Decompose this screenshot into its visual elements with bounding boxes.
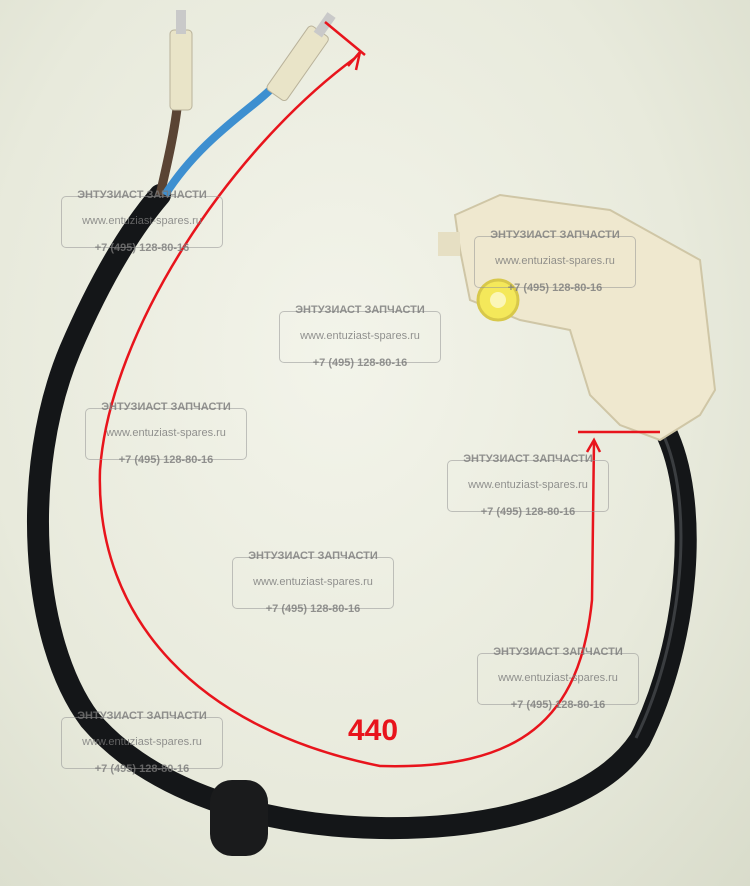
watermark-url: www.entuziast-spares.ru: [300, 330, 420, 342]
watermark-url: www.entuziast-spares.ru: [253, 576, 373, 588]
watermark: ЭНТУЗИАСТ ЗАПЧАСТИ www.entuziast-spares.r…: [61, 189, 223, 254]
watermark: ЭНТУЗИАСТ ЗАПЧАСТИ www.entuziast-spares.r…: [474, 229, 636, 294]
watermark: ЭНТУЗИАСТ ЗАПЧАСТИ www.entuziast-spares.r…: [279, 304, 441, 369]
watermark-title: ЭНТУЗИАСТ ЗАПЧАСТИ: [77, 189, 207, 201]
watermark-phone: +7 (495) 128-80-16: [510, 699, 606, 711]
watermark-url: www.entuziast-spares.ru: [82, 215, 202, 227]
watermark-phone: +7 (495) 128-80-16: [312, 357, 408, 369]
watermark-url: www.entuziast-spares.ru: [468, 479, 588, 491]
watermark-title: ЭНТУЗИАСТ ЗАПЧАСТИ: [248, 550, 378, 562]
watermark-phone: +7 (495) 128-80-16: [507, 282, 603, 294]
rubber-grommet: [210, 780, 268, 856]
watermark: ЭНТУЗИАСТ ЗАПЧАСТИ www.entuziast-spares.r…: [232, 550, 394, 615]
watermark-title: ЭНТУЗИАСТ ЗАПЧАСТИ: [77, 710, 207, 722]
blue-wire: [161, 87, 273, 198]
watermark-url: www.entuziast-spares.ru: [82, 736, 202, 748]
length-label: 440: [348, 714, 399, 747]
watermark-url: www.entuziast-spares.ru: [498, 672, 618, 684]
watermark-phone: +7 (495) 128-80-16: [118, 454, 214, 466]
watermark: ЭНТУЗИАСТ ЗАПЧАСТИ www.entuziast-spares.r…: [61, 710, 223, 775]
watermark: ЭНТУЗИАСТ ЗАПЧАСТИ www.entuziast-spares.r…: [447, 453, 609, 518]
watermark-title: ЭНТУЗИАСТ ЗАПЧАСТИ: [295, 304, 425, 316]
terminal-left: [169, 29, 193, 111]
watermark-title: ЭНТУЗИАСТ ЗАПЧАСТИ: [101, 401, 231, 413]
watermark: ЭНТУЗИАСТ ЗАПЧАСТИ www.entuziast-spares.r…: [477, 646, 639, 711]
watermark-url: www.entuziast-spares.ru: [495, 255, 615, 267]
measurement-line: [98, 56, 596, 768]
watermark-phone: +7 (495) 128-80-16: [480, 506, 576, 518]
watermark-title: ЭНТУЗИАСТ ЗАПЧАСТИ: [493, 646, 623, 658]
watermark-phone: +7 (495) 128-80-16: [94, 763, 190, 775]
watermark-phone: +7 (495) 128-80-16: [265, 603, 361, 615]
watermark-title: ЭНТУЗИАСТ ЗАПЧАСТИ: [490, 229, 620, 241]
watermark-url: www.entuziast-spares.ru: [106, 427, 226, 439]
watermark: ЭНТУЗИАСТ ЗАПЧАСТИ www.entuziast-spares.r…: [85, 401, 247, 466]
watermark-phone: +7 (495) 128-80-16: [94, 242, 190, 254]
watermark-title: ЭНТУЗИАСТ ЗАПЧАСТИ: [463, 453, 593, 465]
